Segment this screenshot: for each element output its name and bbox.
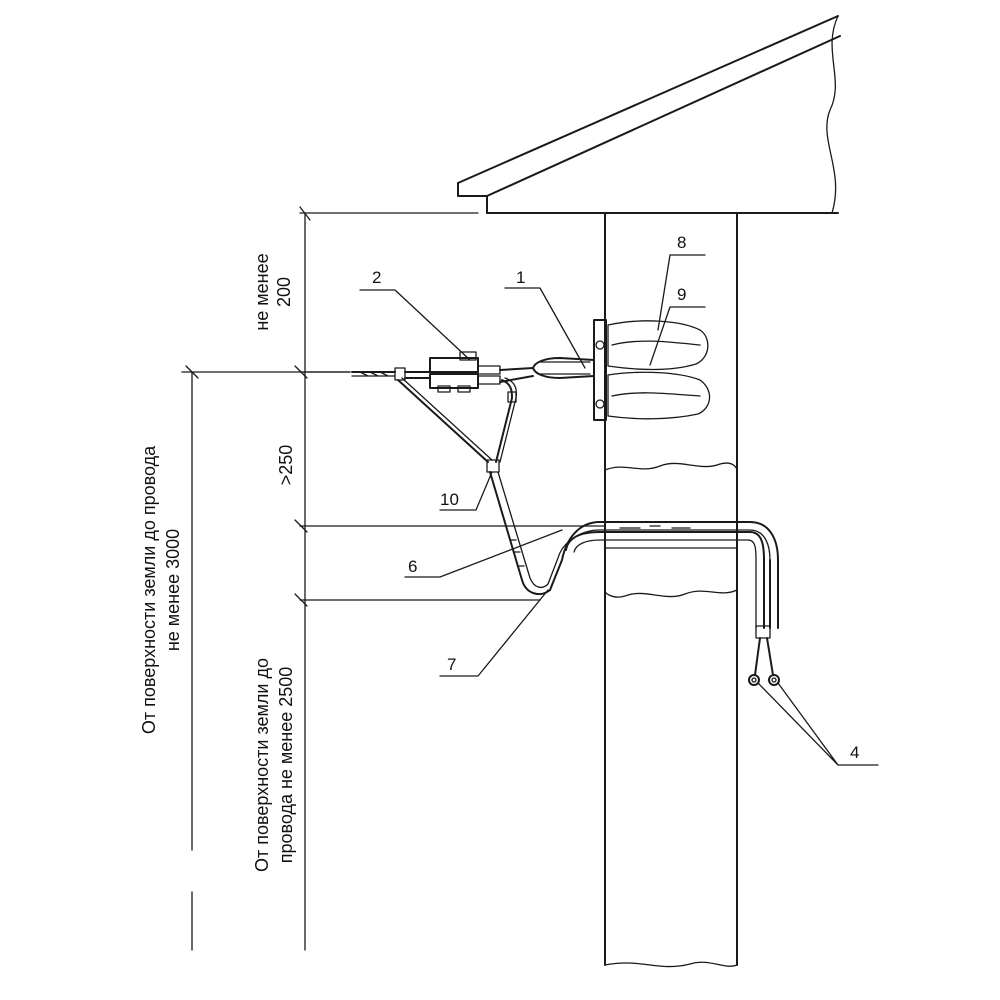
leader-8 xyxy=(657,254,706,331)
dim-lower-gap-text: >250 xyxy=(276,445,296,486)
leader-6 xyxy=(404,529,563,578)
leader-4 xyxy=(757,682,879,766)
wooden-block-lower xyxy=(607,371,711,420)
leader-2 xyxy=(359,289,471,361)
leader-7 xyxy=(439,589,549,677)
leader-9 xyxy=(649,306,706,366)
callout-2: 2 xyxy=(372,268,381,287)
callout-6: 6 xyxy=(408,557,417,576)
callout-10: 10 xyxy=(440,490,459,509)
callout-9: 9 xyxy=(677,285,686,304)
incoming-wire xyxy=(351,367,534,383)
dim-top-gap-line2: 200 xyxy=(274,277,294,307)
dim-ground-3000: От поверхности земли до провода не менее… xyxy=(139,445,183,734)
dim-ground-3000-line2: не менее 3000 xyxy=(163,529,183,651)
wall-section-lower xyxy=(604,547,738,598)
dim-lower-gap: >250 xyxy=(276,445,296,486)
leader-10 xyxy=(439,471,493,511)
callout-7: 7 xyxy=(447,655,456,674)
branch-cable xyxy=(397,377,779,629)
wooden-block-upper xyxy=(607,320,709,371)
wall xyxy=(604,212,738,968)
dim-ground-2500-line1: От поверхности земли до xyxy=(252,658,272,872)
dimension-lines xyxy=(181,206,606,951)
branch-connector xyxy=(429,351,501,393)
dim-ground-3000-line1: От поверхности земли до провода xyxy=(139,445,159,734)
callout-8: 8 xyxy=(677,233,686,252)
dim-top-gap: не менее 200 xyxy=(252,253,294,330)
callout-4: 4 xyxy=(850,743,859,762)
dim-ground-2500-line2: провода не менее 2500 xyxy=(276,667,296,864)
roof xyxy=(457,15,841,214)
leader-lines xyxy=(359,254,879,766)
cable-lugs xyxy=(748,625,780,686)
leader-1 xyxy=(504,287,586,369)
dim-ground-2500: От поверхности земли до провода не менее… xyxy=(252,658,296,872)
callout-1: 1 xyxy=(516,268,525,287)
dim-top-gap-line1: не менее xyxy=(252,253,272,330)
wall-section-upper xyxy=(604,462,738,523)
